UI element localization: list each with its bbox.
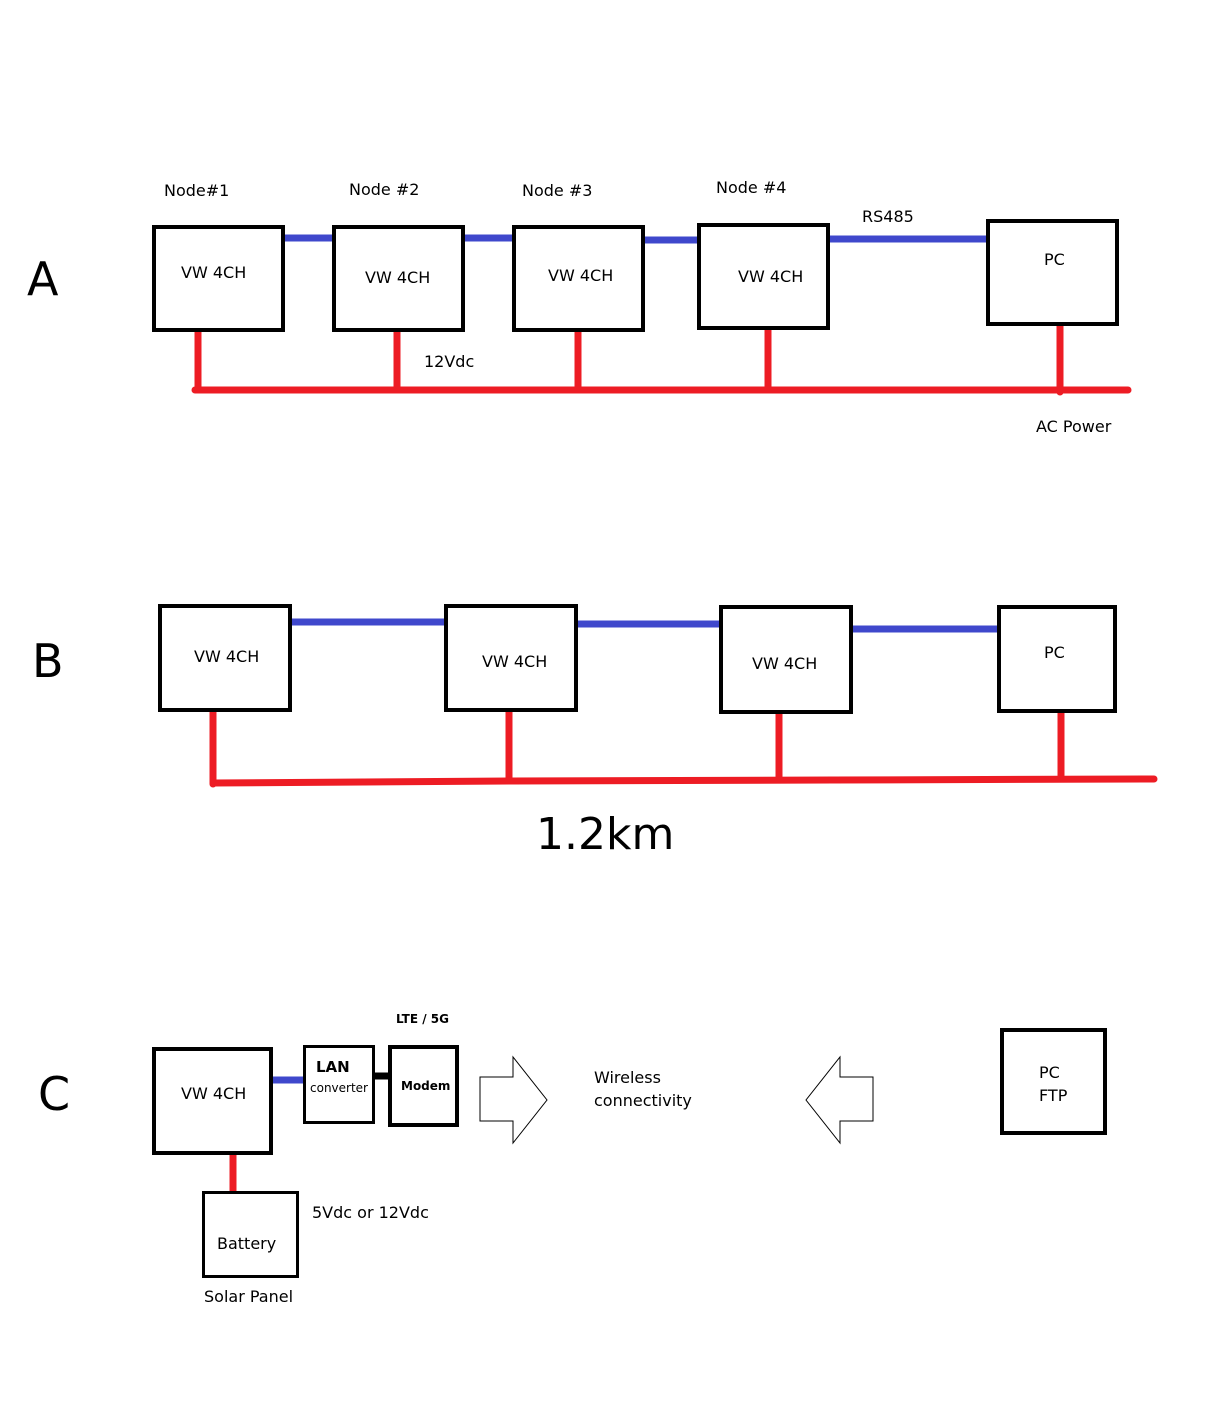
a-pc-box: PC bbox=[986, 219, 1119, 326]
b-device-box-3: VW 4CH bbox=[719, 605, 853, 714]
pc-label: PC bbox=[1044, 643, 1065, 662]
supply-voltage-label: 5Vdc or 12Vdc bbox=[312, 1203, 429, 1222]
modem-label: Modem bbox=[401, 1079, 451, 1093]
section-b-label: B bbox=[32, 634, 64, 688]
node-1-label: Node#1 bbox=[164, 181, 230, 200]
wireless-label-line2: connectivity bbox=[594, 1091, 692, 1110]
left-arrow-icon bbox=[805, 1055, 874, 1145]
device-label: VW 4CH bbox=[482, 652, 548, 671]
modem-box: Modem bbox=[388, 1045, 459, 1127]
rs485-label: RS485 bbox=[862, 207, 914, 226]
b-device-box-1: VW 4CH bbox=[158, 604, 292, 712]
b-device-box-2: VW 4CH bbox=[444, 604, 578, 712]
voltage-12vdc-label: 12Vdc bbox=[424, 352, 475, 371]
wireless-label-line1: Wireless bbox=[594, 1068, 661, 1087]
device-label: VW 4CH bbox=[752, 654, 818, 673]
device-label: VW 4CH bbox=[365, 268, 431, 287]
b-power-bus bbox=[209, 775, 1158, 787]
device-label: VW 4CH bbox=[738, 267, 804, 286]
pc-label: PC bbox=[1039, 1063, 1060, 1082]
device-label: VW 4CH bbox=[194, 647, 260, 666]
a-device-box-4: VW 4CH bbox=[697, 223, 830, 330]
battery-label: Battery bbox=[217, 1234, 277, 1253]
b-pc-box: PC bbox=[997, 605, 1117, 713]
pc-ftp-box: PC FTP bbox=[1000, 1028, 1107, 1135]
node-4-label: Node #4 bbox=[716, 178, 787, 197]
lan-label: LAN bbox=[316, 1058, 350, 1076]
converter-label: converter bbox=[310, 1081, 368, 1095]
right-arrow-icon bbox=[479, 1055, 548, 1145]
a-device-box-1: VW 4CH bbox=[152, 225, 285, 332]
ac-power-label: AC Power bbox=[1036, 417, 1112, 436]
device-label: VW 4CH bbox=[181, 1084, 247, 1103]
distance-label: 1.2km bbox=[536, 809, 675, 860]
section-c-label: C bbox=[38, 1067, 71, 1121]
node-3-label: Node #3 bbox=[522, 181, 593, 200]
pc-label: PC bbox=[1044, 250, 1065, 269]
lan-converter-box: LAN converter bbox=[303, 1045, 375, 1124]
c-device-box: VW 4CH bbox=[152, 1047, 273, 1155]
a-device-box-3: VW 4CH bbox=[512, 225, 645, 332]
network-type-label: LTE / 5G bbox=[396, 1012, 449, 1026]
solar-panel-label: Solar Panel bbox=[204, 1287, 294, 1306]
node-2-label: Node #2 bbox=[349, 180, 420, 199]
a-device-box-2: VW 4CH bbox=[332, 225, 465, 332]
device-label: VW 4CH bbox=[181, 263, 247, 282]
battery-box: Battery bbox=[202, 1191, 299, 1278]
device-label: VW 4CH bbox=[548, 266, 614, 285]
ftp-label: FTP bbox=[1039, 1086, 1068, 1105]
section-a-label: A bbox=[27, 252, 59, 306]
